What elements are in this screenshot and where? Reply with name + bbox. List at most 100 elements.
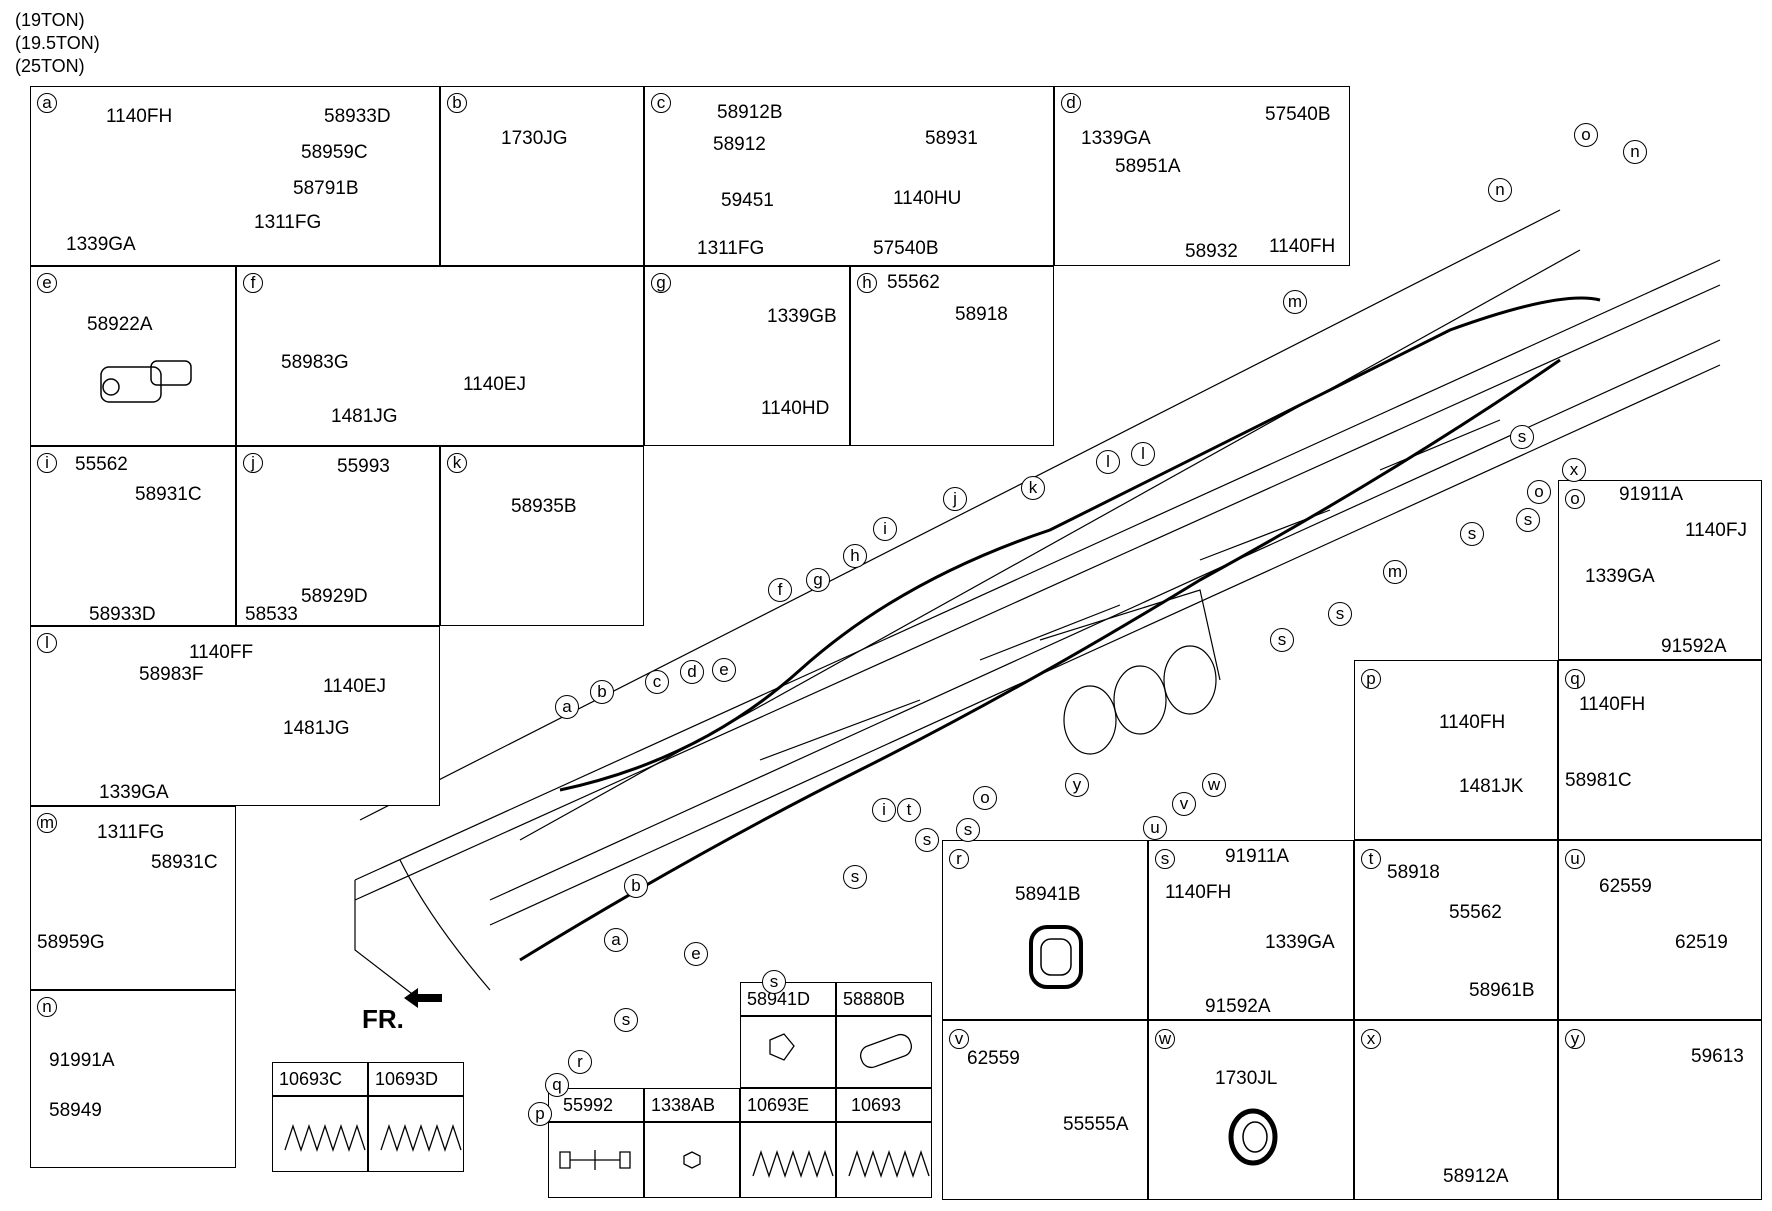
callout-i: i bbox=[873, 517, 897, 541]
part-label: 58931 bbox=[925, 128, 978, 149]
spring-10693D bbox=[380, 1123, 462, 1153]
part-label: 91592A bbox=[1205, 996, 1271, 1017]
callout-s: s bbox=[1460, 522, 1484, 546]
panel-letter: a bbox=[37, 93, 57, 113]
header-line-2: (19.5TON) bbox=[15, 33, 100, 53]
part-label: 1311FG bbox=[254, 212, 322, 233]
panel-y: y 59613 bbox=[1558, 1020, 1762, 1200]
callout-k: k bbox=[1021, 476, 1045, 500]
panel-letter: s bbox=[1155, 849, 1175, 869]
part-label: 58922A bbox=[87, 314, 153, 335]
callout-u: u bbox=[1143, 816, 1167, 840]
panel-letter: h bbox=[857, 273, 877, 293]
callout-a: a bbox=[604, 928, 628, 952]
table-header: 10693C bbox=[272, 1062, 368, 1096]
part-label: 1140FH bbox=[1269, 236, 1336, 257]
spring-10693 bbox=[848, 1149, 930, 1179]
table-header: 58880B bbox=[836, 982, 932, 1016]
spring-cell bbox=[740, 1122, 836, 1198]
table-header: 58941D bbox=[740, 982, 836, 1016]
part-label: 57540B bbox=[1265, 104, 1331, 125]
part-label: 58941B bbox=[1015, 884, 1081, 905]
part-label: 58951A bbox=[1115, 156, 1181, 177]
callout-f: f bbox=[768, 578, 792, 602]
part-label: 1481JK bbox=[1459, 776, 1524, 797]
callout-m: m bbox=[1383, 560, 1407, 584]
panel-b: b 1730JG bbox=[440, 86, 644, 266]
grommet-icon bbox=[1029, 925, 1083, 989]
table-header: 1338AB bbox=[644, 1088, 740, 1122]
part-label: 58935B bbox=[511, 496, 577, 517]
panel-letter: u bbox=[1565, 849, 1585, 869]
callout-o: o bbox=[1574, 123, 1598, 147]
callout-h: h bbox=[843, 544, 867, 568]
part-label: 91592A bbox=[1661, 636, 1727, 657]
part-label: 55562 bbox=[75, 454, 128, 475]
part-label: 58929D bbox=[301, 586, 368, 607]
part-label: 55555A bbox=[1063, 1114, 1129, 1135]
fitting-58941D bbox=[769, 1033, 795, 1061]
nut-1338AB bbox=[683, 1151, 701, 1169]
part-cell bbox=[836, 1016, 932, 1088]
panel-letter: v bbox=[949, 1029, 969, 1049]
panel-letter: d bbox=[1061, 93, 1081, 113]
callout-x: x bbox=[1562, 458, 1586, 482]
callout-c: c bbox=[645, 670, 669, 694]
callout-g: g bbox=[806, 568, 830, 592]
panel-p: p 1140FH 1481JK bbox=[1354, 660, 1558, 840]
part-label: 58959G bbox=[37, 932, 105, 953]
part-label: 1140HU bbox=[893, 188, 962, 209]
part-label: 58912A bbox=[1443, 1166, 1509, 1187]
panel-t: t 58918 55562 58961B bbox=[1354, 840, 1558, 1020]
callout-l: l bbox=[1096, 450, 1120, 474]
panel-d: d 57540B 1339GA 58951A 58932 1140FH bbox=[1054, 86, 1350, 266]
part-label: 91911A bbox=[1619, 484, 1684, 505]
part-label: 58931C bbox=[135, 484, 202, 505]
part-label: 55562 bbox=[1449, 902, 1502, 923]
part-label: 55562 bbox=[887, 272, 940, 293]
spring-cell bbox=[368, 1096, 464, 1172]
part-label: 58961B bbox=[1469, 980, 1535, 1001]
callout-t: t bbox=[897, 798, 921, 822]
part-label: 58533 bbox=[245, 604, 298, 625]
front-arrow-icon bbox=[404, 988, 442, 1008]
part-label: 1730JL bbox=[1215, 1068, 1278, 1089]
spring-10693E bbox=[752, 1149, 834, 1179]
table-header: 10693D bbox=[368, 1062, 464, 1096]
part-label: 1481JG bbox=[331, 406, 398, 427]
callout-s: s bbox=[915, 828, 939, 852]
part-label: 58918 bbox=[1387, 862, 1440, 883]
part-label: 57540B bbox=[873, 238, 939, 259]
callout-s: s bbox=[614, 1008, 638, 1032]
part-label: 1339GB bbox=[767, 306, 837, 327]
part-label: 1140FH bbox=[1579, 694, 1646, 715]
callout-s: s bbox=[1516, 508, 1540, 532]
panel-letter: m bbox=[37, 813, 57, 833]
part-label: 1140FH bbox=[106, 106, 173, 127]
part-label: 58918 bbox=[955, 304, 1008, 325]
panel-letter: l bbox=[37, 633, 57, 653]
part-label: 58933D bbox=[89, 604, 156, 625]
panel-letter: k bbox=[447, 453, 467, 473]
part-label: 1339GA bbox=[1265, 932, 1335, 953]
panel-i: i 55562 58931C 58933D bbox=[30, 446, 236, 626]
tube-58880B bbox=[859, 1033, 913, 1069]
callout-s: s bbox=[1270, 628, 1294, 652]
part-label: 1140HD bbox=[761, 398, 830, 419]
panel-q: q 1140FH 58981C bbox=[1558, 660, 1762, 840]
part-label: 1140EJ bbox=[463, 374, 527, 395]
panel-n: n 91991A 58949 bbox=[30, 990, 236, 1168]
part-label: 55993 bbox=[337, 456, 390, 477]
spring-cell bbox=[836, 1122, 932, 1198]
part-label: 91911A bbox=[1225, 846, 1290, 867]
callout-w: w bbox=[1202, 773, 1226, 797]
panel-g: g 1339GB 1140HD bbox=[644, 266, 850, 446]
grommet-icon bbox=[1228, 1108, 1278, 1166]
brake-line-upper bbox=[559, 296, 1601, 792]
part-label: 1339GA bbox=[1585, 566, 1655, 587]
part-label: 58983F bbox=[139, 664, 204, 685]
header-line-1: (19TON) bbox=[15, 10, 85, 30]
panel-letter: n bbox=[37, 997, 57, 1017]
front-marker: FR. bbox=[362, 1004, 404, 1034]
part-label: 1140FJ bbox=[1685, 520, 1747, 541]
